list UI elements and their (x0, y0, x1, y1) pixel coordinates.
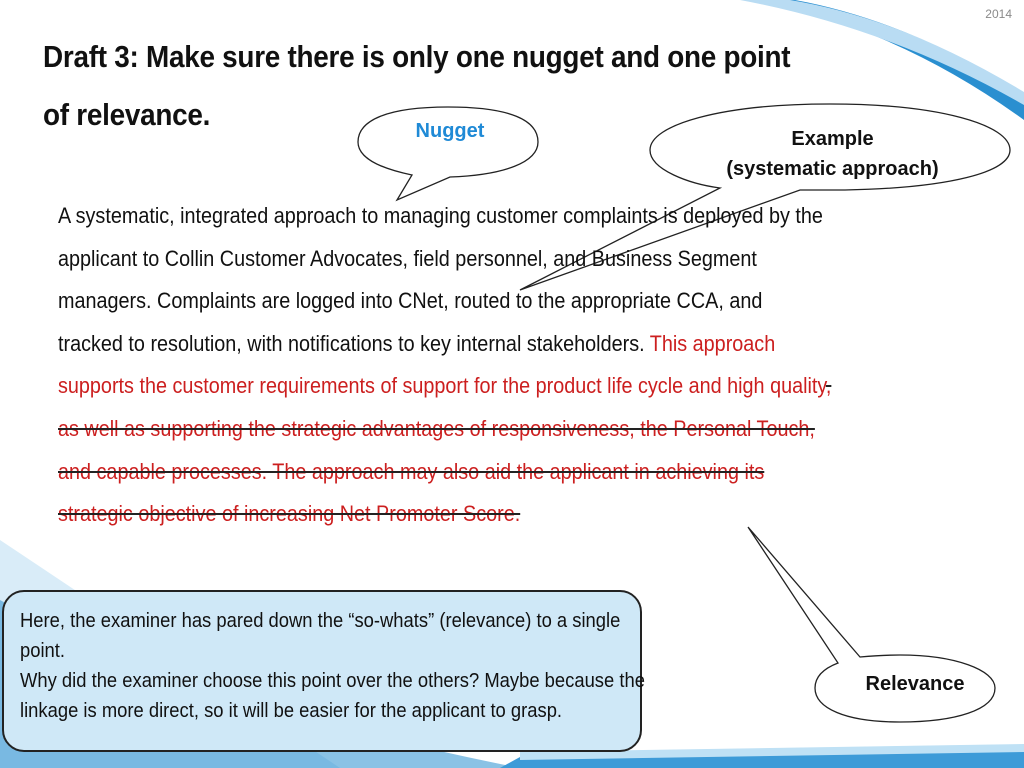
slide-year: 2014 (985, 7, 1012, 21)
example-callout (519, 103, 1011, 291)
relevance-label: Relevance (865, 673, 965, 695)
relevance-callout (747, 526, 996, 723)
examiner-note-box: Here, the examiner has pared down the “s… (2, 590, 645, 752)
body-relevance-text: This approach supports the customer requ… (58, 330, 826, 399)
body-paragraph: A systematic, integrated approach to man… (58, 195, 832, 536)
example-label-line2: (systematic approach) (726, 158, 939, 180)
note-line-1: Here, the examiner has pared down the “s… (20, 610, 621, 662)
example-label-line1: Example (791, 128, 874, 150)
body-main-text: A systematic, integrated approach to man… (58, 203, 823, 356)
slide-title: Draft 3: Make sure there is only one nug… (43, 39, 791, 132)
note-line-2: Why did the examiner choose this point o… (20, 670, 645, 722)
nugget-label: Nugget (415, 120, 485, 142)
body-struck-text: , as well as supporting the strategic ad… (58, 373, 832, 527)
nugget-callout (357, 106, 539, 202)
example-label: Example (systematic approach) (700, 124, 965, 184)
